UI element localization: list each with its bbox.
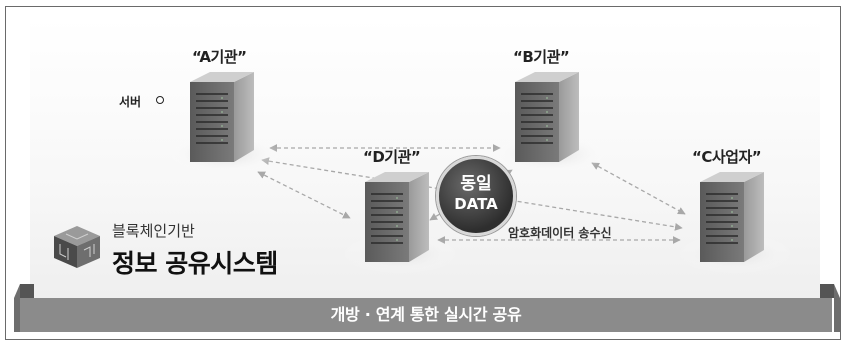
- arrow-a-d: [257, 171, 351, 219]
- server-a: [167, 72, 283, 174]
- same-data-line1: 동일: [460, 174, 492, 194]
- arrow-b-c: [591, 162, 686, 215]
- institution-c-label: “C사업자”: [692, 148, 762, 166]
- encrypted-transfer-label: 암호화데이터 송수신: [508, 226, 612, 240]
- server-d: [342, 172, 458, 274]
- same-data-line2: DATA: [454, 195, 498, 213]
- institution-a-label: “A기관”: [192, 48, 247, 66]
- server-label: 서버: [119, 95, 142, 109]
- institution-b-label: “B기관”: [513, 48, 570, 66]
- system-title: 정보 공유시스템: [112, 249, 278, 278]
- banner-wrap: 개방 · 연계 통한 실시간 공유: [14, 282, 840, 334]
- server-c: [677, 172, 793, 274]
- banner-ribbon-shape: [14, 284, 840, 332]
- system-subtitle: 블록체인기반: [112, 222, 195, 240]
- blockchain-cube-logo: [54, 226, 100, 268]
- server-b: [492, 72, 608, 174]
- same-data-badge: 동일 DATA: [436, 156, 516, 236]
- banner-text: 개방 · 연계 통한 실시간 공유: [20, 298, 832, 332]
- institution-d-label: “D기관”: [363, 148, 421, 166]
- server-pointer-dot: [156, 96, 164, 104]
